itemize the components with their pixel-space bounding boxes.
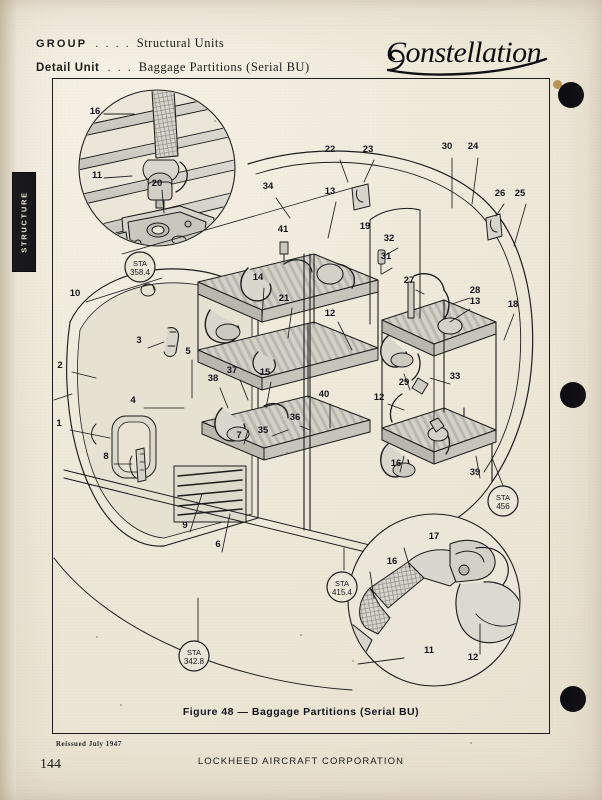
callout-number: 41 [278, 224, 289, 235]
paper-speck [286, 452, 288, 454]
company-name: LOCKHEED AIRCRAFT CORPORATION [197, 756, 405, 767]
callout-number: 13 [470, 296, 481, 307]
callout-number: 18 [508, 299, 519, 310]
callout-number: 34 [263, 181, 274, 192]
callout-number: 9 [182, 520, 187, 531]
page-number: 144 [40, 757, 61, 772]
header-detail-line: Detail Unit . . . Baggage Partitions (Se… [36, 60, 310, 75]
paper-speck [214, 120, 216, 122]
callout-number: 12 [468, 652, 479, 663]
callout-number: 33 [450, 371, 461, 382]
callout-number: 28 [470, 285, 481, 296]
figure-frame [52, 78, 550, 734]
callout-number: 32 [384, 233, 395, 244]
header-group-value: Structural Units [136, 36, 225, 50]
header-detail-key: Detail Unit [36, 62, 100, 74]
callout-number: 37 [227, 365, 238, 376]
logo-text: Constellation [386, 36, 541, 69]
callout-number: 20 [152, 178, 163, 189]
paper-speck [470, 742, 472, 744]
callout-number: 5 [185, 346, 191, 357]
header-group-line: GROUP . . . . Structural Units [36, 36, 310, 51]
paper-speck [352, 660, 354, 662]
callout-number: 11 [92, 170, 103, 181]
center-shelf-assembly [197, 241, 379, 531]
binder-hole-bottom [560, 686, 586, 712]
callout-number: 36 [290, 412, 301, 423]
callout-number: 19 [360, 221, 371, 232]
constellation-logo: Constellation [378, 26, 558, 82]
callout-number: 27 [404, 275, 415, 286]
callout-number: 35 [258, 425, 269, 436]
station-label-line1: STA [335, 579, 349, 588]
paper-speck [96, 636, 98, 638]
callout-number: 12 [325, 308, 336, 319]
callout-number: 22 [325, 144, 336, 155]
header-detail-value: Baggage Partitions (Serial BU) [138, 60, 310, 74]
callout-leaders [69, 157, 527, 643]
paper-speck [300, 634, 302, 636]
ink-smudge [553, 80, 562, 89]
binder-hole-middle [560, 382, 586, 408]
station-label-line1: STA [187, 648, 201, 657]
station-label-line2: 415.4 [332, 588, 353, 597]
callout-number: 40 [319, 389, 330, 400]
callout-number: 26 [495, 188, 506, 199]
callout-number: 12 [374, 392, 385, 403]
callout-number: 4 [130, 395, 136, 406]
callout-number: 39 [470, 467, 481, 478]
callout-number: 31 [381, 251, 392, 262]
callout-number: 10 [70, 288, 81, 299]
station-label-line1: STA [496, 493, 510, 502]
station-label-line2: 358.4 [130, 268, 151, 277]
callout-number: 17 [429, 531, 440, 542]
callout-number: 25 [515, 188, 526, 199]
callout-number: 14 [253, 272, 264, 283]
callout-number: 38 [208, 373, 219, 384]
header-group-dots: . . . . [95, 38, 131, 50]
callout-number: 24 [468, 141, 479, 152]
header-group-key: GROUP [36, 38, 88, 50]
callout-number: 6 [215, 539, 220, 550]
callout-number: 21 [279, 293, 290, 304]
paper-speck [120, 704, 122, 706]
callout-number: 8 [103, 451, 108, 462]
callout-number: 30 [442, 141, 453, 152]
tiedown-fittings [351, 183, 503, 241]
callout-number: 15 [260, 367, 271, 378]
callout-number: 11 [424, 645, 435, 656]
page-header: GROUP . . . . Structural Units Detail Un… [36, 36, 310, 84]
callout-number: 16 [387, 556, 398, 567]
station-label-line2: 456 [496, 502, 510, 511]
thumb-tab-structure: STRUCTURE [12, 172, 36, 272]
callout-number: 2 [57, 360, 62, 371]
header-detail-dots: . . . [107, 62, 133, 74]
louver-vent [173, 465, 247, 523]
reissued-date: Reissued July 1947 [56, 740, 122, 748]
callout-number: 16 [90, 106, 101, 117]
station-label-line1: STA [133, 259, 147, 268]
callout-number: 16 [391, 458, 402, 469]
floor-reference-lines [53, 187, 383, 691]
station-label-line2: 342.8 [184, 657, 205, 666]
right-shelf-assembly [369, 207, 497, 478]
callout-number: 7 [236, 430, 241, 441]
callout-number: 29 [399, 377, 410, 388]
callout-number: 23 [363, 144, 374, 155]
callout-number: 3 [136, 335, 141, 346]
callout-number: 13 [325, 186, 336, 197]
inset-tiedown-detail [78, 89, 236, 247]
figure-caption: Figure 48 — Baggage Partitions (Serial B… [182, 706, 420, 718]
callout-number: 1 [56, 418, 62, 429]
binder-hole-top [558, 82, 584, 108]
